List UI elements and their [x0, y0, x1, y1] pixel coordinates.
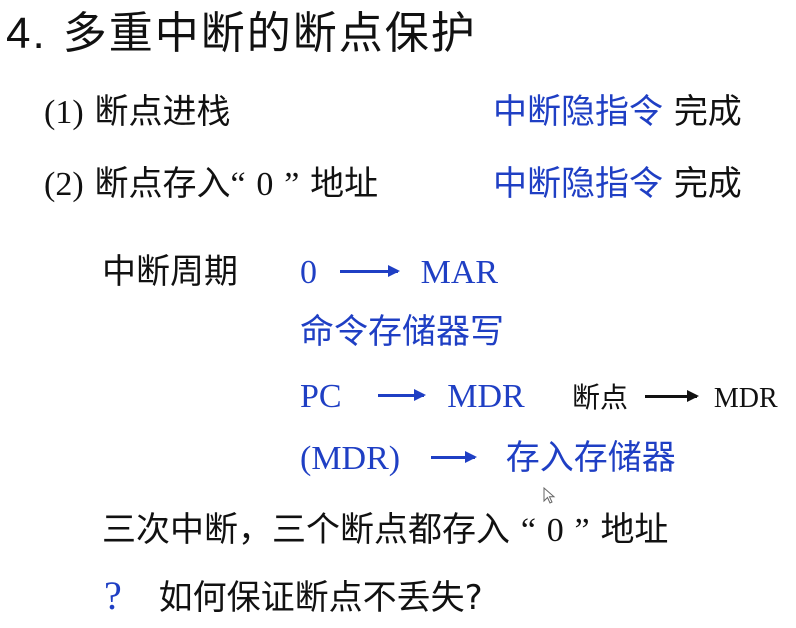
- question-text: 如何保证断点不丢失?: [158, 578, 483, 618]
- summary-text-after: 地址: [600, 510, 669, 550]
- step-2-address: 0: [256, 166, 274, 203]
- step-2-method-blue: 中断隐指令: [493, 164, 663, 204]
- right-arrow-icon: [644, 390, 699, 402]
- interrupt-cycle-label: 中断周期: [102, 252, 238, 292]
- step-1-text: 断点进栈: [94, 92, 231, 132]
- title-text: 多重中断的断点保护: [62, 8, 477, 59]
- op-1-dst: MAR: [420, 254, 499, 291]
- step-2-method: 中断隐指令 完成: [493, 162, 742, 206]
- step-2-method-suffix: 完成: [673, 164, 742, 204]
- step-1-method: 中断隐指令 完成: [493, 90, 742, 134]
- op-3-note-dst: MDR: [713, 383, 778, 414]
- summary-quote-close: ”: [574, 512, 590, 549]
- op-1-src: 0: [300, 254, 317, 291]
- op-4-dst: 存入存储器: [505, 438, 676, 478]
- op-3-note-src: 断点: [572, 381, 629, 414]
- question-mark-icon: ?: [104, 573, 122, 618]
- op-3-src: PC: [300, 378, 342, 415]
- op-4-src: (MDR): [300, 440, 401, 477]
- slide-title: 4. 多重中断的断点保护: [6, 6, 477, 62]
- question-line: ? 如何保证断点不丢失?: [104, 574, 483, 620]
- right-arrow-icon: [430, 450, 477, 463]
- op-memory-write: 命令存储器写: [300, 312, 504, 352]
- right-arrow-icon: [339, 264, 400, 277]
- step-2-text-after: 地址: [310, 164, 379, 204]
- step-1-method-suffix: 完成: [673, 92, 742, 132]
- step-1-label: (1): [44, 94, 84, 131]
- op-mdr-to-memory: (MDR) 存入存储器: [300, 436, 676, 481]
- summary-address: 0: [546, 512, 564, 549]
- summary-quote-open: “: [520, 512, 536, 549]
- step-1-method-blue: 中断隐指令: [493, 92, 663, 132]
- right-arrow-icon: [378, 388, 427, 401]
- step-2-label: (2): [44, 166, 84, 203]
- step-1: (1) 断点进栈: [44, 90, 230, 135]
- summary-line: 三次中断，三个断点都存入 “ 0 ” 地址: [102, 508, 668, 553]
- title-number: 4.: [6, 9, 47, 58]
- mouse-cursor-icon: [543, 487, 556, 504]
- op-zero-to-mar: 0 MAR: [300, 250, 498, 295]
- op-3-note: 断点 MDR: [572, 378, 778, 419]
- step-2-text-before: 断点存入: [94, 164, 231, 204]
- op-3-dst: MDR: [447, 378, 525, 415]
- op-pc-to-mdr: PC MDR: [300, 374, 525, 419]
- summary-text-before: 三次中断，三个断点都存入: [102, 510, 510, 550]
- step-2-quote-close: ”: [284, 166, 300, 203]
- step-2: (2) 断点存入“ 0 ” 地址: [44, 162, 378, 207]
- step-2-quote-open: “: [230, 166, 246, 203]
